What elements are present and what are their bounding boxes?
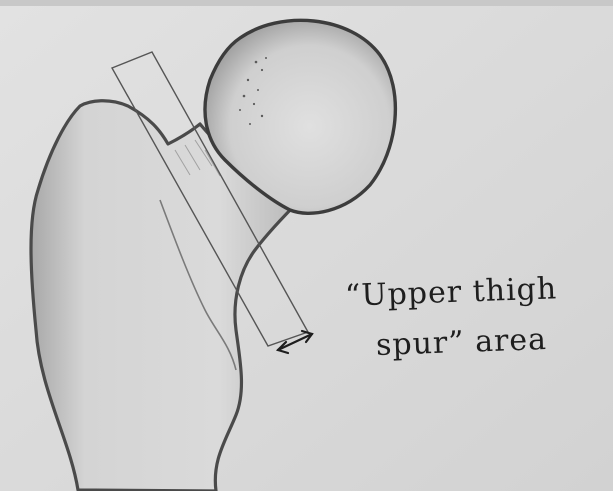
annotation-line-1: “Upper thigh <box>345 274 558 311</box>
annotation-line-2: spur” area <box>376 325 548 361</box>
paper-edge-top <box>0 0 613 6</box>
